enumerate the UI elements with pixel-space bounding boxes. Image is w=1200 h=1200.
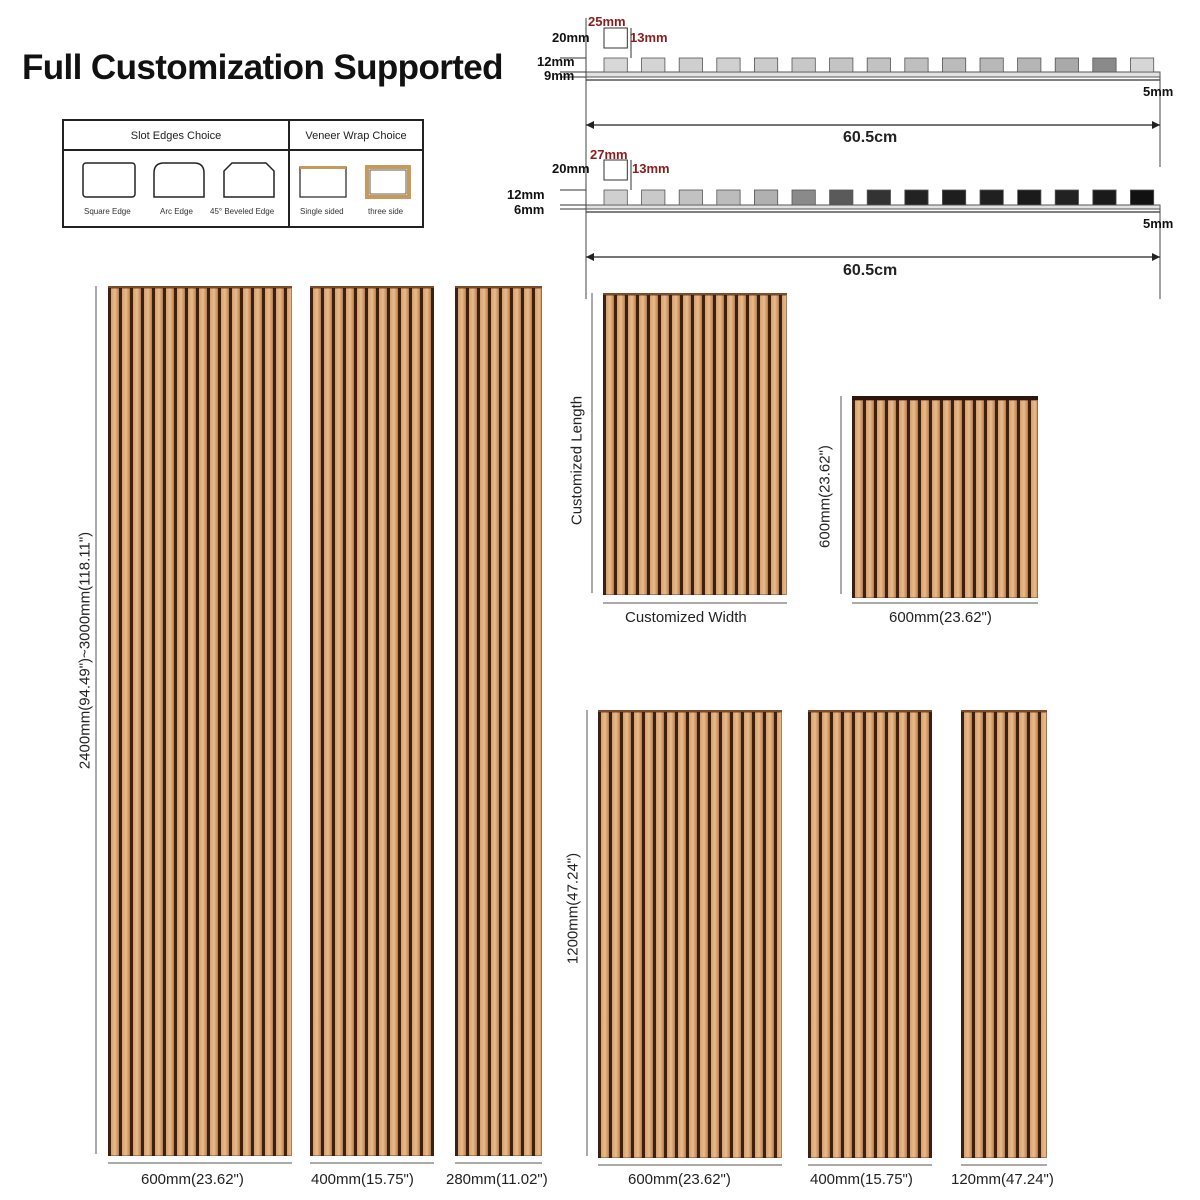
- page-title: Full Customization Supported: [22, 48, 504, 87]
- arrow-left: [586, 121, 594, 129]
- tall-width-400-label: 400mm(15.75"): [311, 1171, 414, 1188]
- profile-slat: [979, 189, 1004, 206]
- profile-slat: [1130, 57, 1155, 73]
- mid-width-120-label: 120mm(47.24"): [951, 1171, 1054, 1188]
- profile-slat: [1054, 57, 1079, 73]
- dim-slat-box: [603, 159, 628, 181]
- slot-edges-header: Slot Edges Choice: [130, 130, 222, 142]
- profile-diagrams: [560, 18, 1161, 299]
- panel-mid-400: [808, 710, 932, 1158]
- profile-slat: [603, 189, 628, 206]
- profile-top-slat-width: 25mm: [588, 14, 626, 29]
- profile-base: [585, 71, 1161, 78]
- mid-width-600-label: 600mm(23.62"): [628, 1171, 731, 1188]
- table-divider: [288, 121, 290, 226]
- profile-bottom-slot: 13mm: [632, 161, 670, 176]
- square-edge-shape: [82, 162, 136, 198]
- profile-bottom-slat-height: 12mm: [507, 187, 545, 202]
- profile-top-slat-height: 12mm: [537, 54, 575, 69]
- options-table: Slot Edges Choice Veneer Wrap Choice Squ…: [62, 119, 424, 228]
- profile-bottom-slot-gap: 20mm: [552, 161, 590, 176]
- single-sided-label: Single sided: [300, 207, 344, 216]
- arc-edge-label: Arc Edge: [160, 207, 193, 216]
- beveled-edge-label: 45° Beveled Edge: [210, 207, 275, 216]
- beveled-edge-shape: [223, 162, 275, 198]
- profile-top-base-height: 9mm: [544, 68, 575, 83]
- profile-bottom-base-height: 6mm: [514, 202, 545, 217]
- panel-tall-400: [310, 286, 434, 1156]
- profile-slat: [641, 57, 666, 73]
- profile-slat: [904, 57, 929, 73]
- profile-slat: [753, 57, 779, 73]
- profile-slat: [678, 189, 703, 206]
- profile-slat: [791, 57, 816, 73]
- profile-slat: [1092, 57, 1117, 73]
- three-side-label: three side: [368, 207, 404, 216]
- profile-slat: [678, 57, 703, 73]
- profile-slat: [753, 189, 779, 206]
- single-sided-shape: [299, 166, 347, 198]
- table-divider: [64, 149, 422, 151]
- mid-width-400-label: 400mm(15.75"): [810, 1171, 913, 1188]
- panel-mid-120: [961, 710, 1047, 1158]
- panel-square: [852, 396, 1038, 598]
- custom-length-label: Customized Length: [568, 395, 586, 526]
- profile-slat: [904, 189, 929, 206]
- profile-slat: [1017, 189, 1042, 206]
- profile-bottom-total-width: 60.5cm: [843, 262, 898, 279]
- panel-tall-600: [108, 286, 292, 1156]
- custom-width-label: Customized Width: [625, 609, 747, 626]
- profile-slat: [1092, 189, 1117, 206]
- arrow-right: [1152, 253, 1160, 261]
- profile-slat: [941, 57, 967, 73]
- tall-width-600-label: 600mm(23.62"): [141, 1171, 244, 1188]
- mid-height-label: 1200mm(47.24"): [564, 852, 582, 965]
- profile-top-felt: 5mm: [1143, 84, 1174, 99]
- square-edge-label: Square Edge: [84, 207, 131, 216]
- profile-bottom-slat-width: 27mm: [590, 147, 628, 162]
- profile-bottom-felt: 5mm: [1143, 216, 1174, 231]
- profile-slat: [941, 189, 967, 206]
- panel-tall-280: [455, 286, 542, 1156]
- profile-slat: [829, 189, 854, 206]
- arrow-right: [1152, 121, 1160, 129]
- profile-top-total-width: 60.5cm: [843, 129, 898, 146]
- profile-top-slot: 13mm: [630, 30, 668, 45]
- dim-slat-box: [603, 27, 628, 49]
- profile-slat: [716, 57, 741, 73]
- square-width-label: 600mm(23.62"): [889, 609, 992, 626]
- tall-width-280-label: 280mm(11.02"): [446, 1171, 548, 1188]
- profile-slat: [716, 189, 741, 206]
- veneer-wrap-header: Veneer Wrap Choice: [305, 130, 407, 142]
- profile-slat: [603, 57, 628, 73]
- profile-top-slot-gap: 20mm: [552, 30, 590, 45]
- panel-custom: [603, 293, 787, 595]
- square-height-label: 600mm(23.62"): [816, 445, 834, 548]
- profile-slat: [866, 189, 891, 206]
- profile-slat: [641, 189, 666, 206]
- arrow-left: [586, 253, 594, 261]
- edge-shapes: [82, 162, 411, 199]
- arc-edge-shape: [153, 162, 205, 198]
- panel-mid-600: [598, 710, 782, 1158]
- tall-height-label: 2400mm(94.49")~3000mm(118.11"): [76, 531, 94, 770]
- profile-slat: [829, 57, 854, 73]
- profile-base: [585, 204, 1161, 210]
- profile-slat: [1017, 57, 1042, 73]
- profile-slat: [1130, 189, 1155, 206]
- profile-slat: [791, 189, 816, 206]
- profile-slat: [1054, 189, 1079, 206]
- profile-slat: [979, 57, 1004, 73]
- profile-slat: [866, 57, 891, 73]
